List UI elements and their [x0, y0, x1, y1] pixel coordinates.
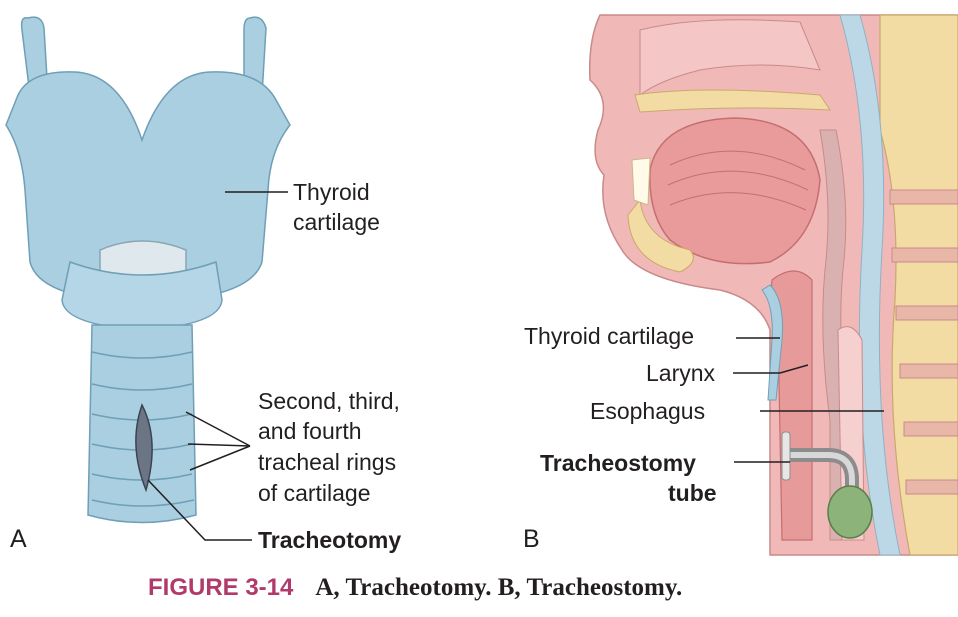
tracheostomy-tube-label-line1: Tracheostomy: [540, 450, 696, 476]
larynx-label: Larynx: [646, 360, 716, 386]
tracheal-rings-label-line3: tracheal rings: [258, 449, 397, 475]
esophagus-label: Esophagus: [590, 398, 706, 424]
tracheostomy-tube-label-line2: tube: [668, 480, 717, 506]
tracheal-rings-label-line1: Second, third,: [258, 388, 400, 414]
figure-caption: FIGURE 3-14 A, Tracheotomy. B, Tracheosto…: [148, 574, 682, 602]
panel-a-letter: A: [10, 525, 27, 553]
larynx-front-illustration: [5, 16, 291, 524]
panel-b-letter: B: [523, 525, 540, 553]
thyroid-cartilage-label-line2: cartilage: [293, 209, 380, 235]
tracheal-rings-label-line2: and fourth: [258, 418, 362, 444]
thyroid-cartilage-label-line1: Thyroid: [293, 179, 370, 205]
figure-number: FIGURE 3-14: [148, 574, 294, 601]
panel-b-leaders: [733, 337, 884, 463]
panel-a-leaders: [147, 191, 288, 541]
tracheotomy-label: Tracheotomy: [258, 527, 402, 553]
head-neck-sagittal-illustration: [588, 14, 958, 556]
caption-text: A, Tracheotomy. B, Tracheostomy.: [315, 574, 683, 601]
thyroid-cartilage-b-label: Thyroid cartilage: [524, 323, 695, 349]
tracheal-rings-label-line4: of cartilage: [258, 480, 371, 506]
